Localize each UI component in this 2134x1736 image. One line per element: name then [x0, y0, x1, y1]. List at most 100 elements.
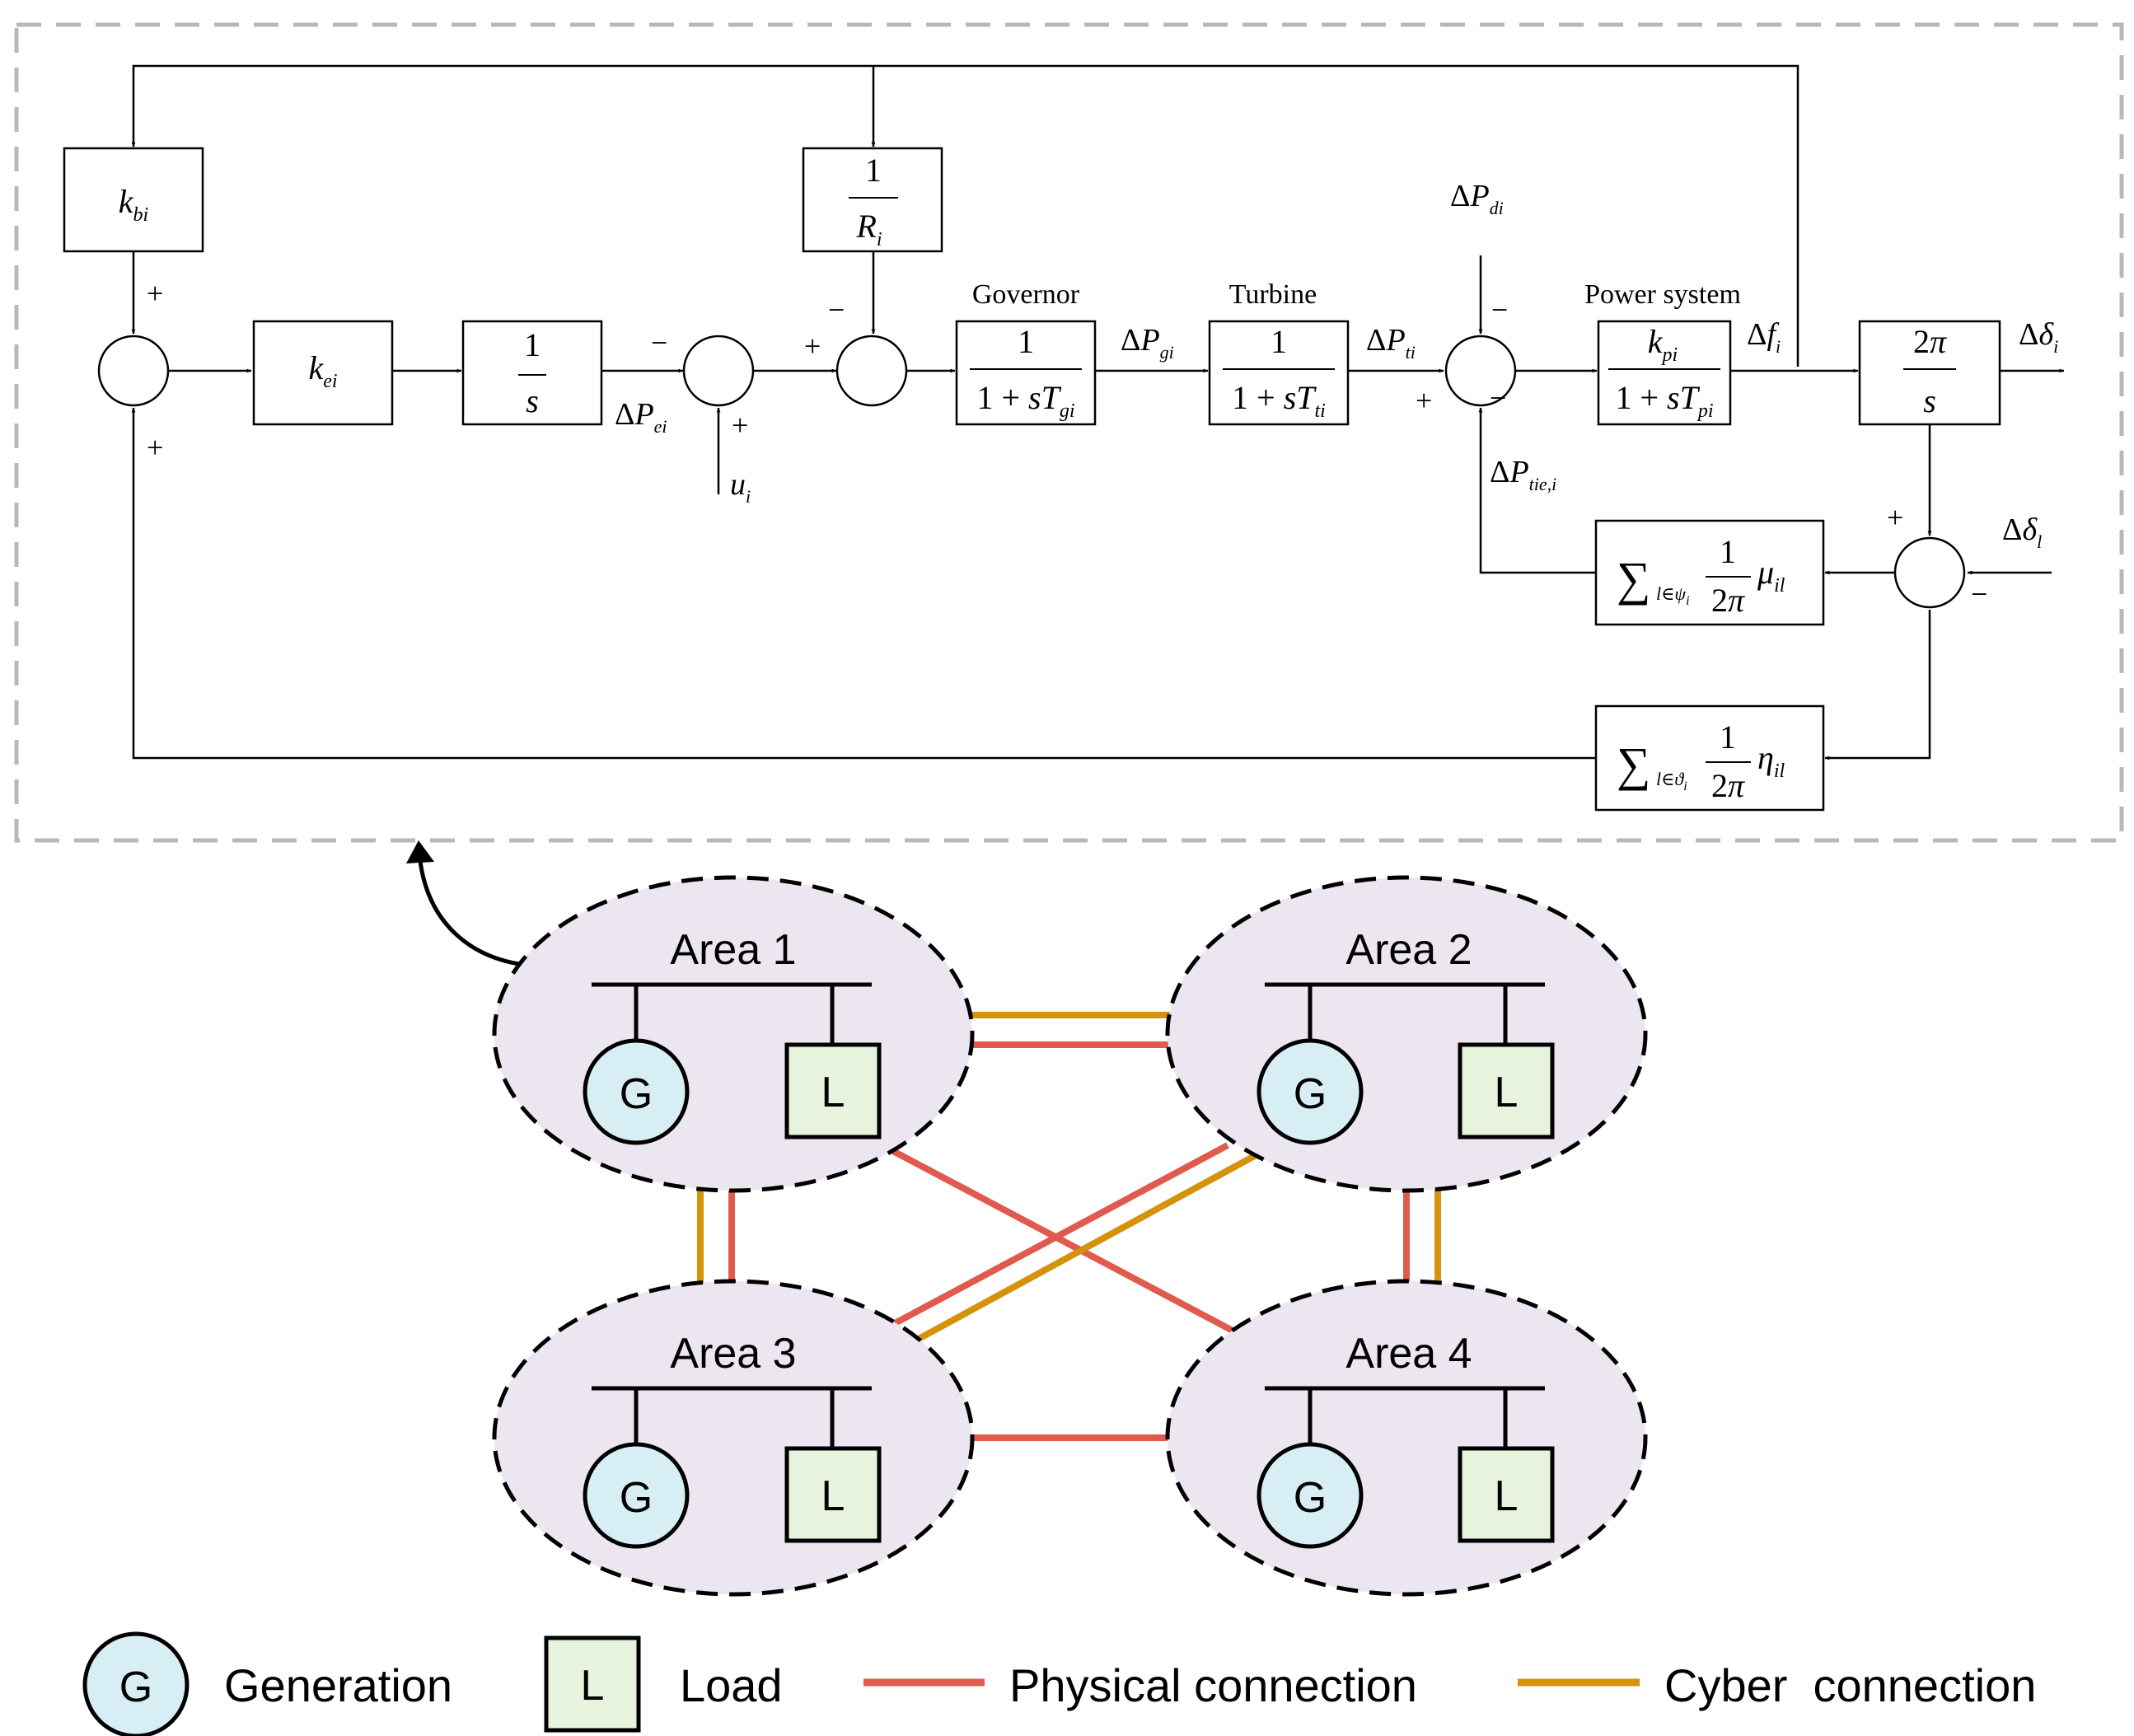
sum-junction-2 [682, 335, 755, 407]
fraction-bars [518, 197, 1956, 763]
turbine-den: 1 + sTti [1232, 379, 1326, 422]
block-kbi [63, 147, 204, 253]
sign-sum5-right: − [1971, 578, 1987, 611]
tie-mu-sigma: ∑ [1617, 552, 1650, 606]
integrator-den: s [526, 382, 539, 419]
area-2-load-label: L [1495, 1069, 1519, 1116]
area-1: Area 1 G L [583, 926, 882, 1145]
tie-eta-sigma: ∑ [1617, 737, 1650, 791]
tie-eta-den: 2π [1711, 767, 1745, 804]
sum-junction-1 [97, 335, 170, 407]
blocks [63, 147, 2001, 812]
signal-dfi: Δfi [1747, 317, 1781, 357]
area-2-title: Area 2 [1345, 926, 1472, 974]
kbi-k: k [119, 183, 134, 220]
angle-num: 2π [1913, 323, 1947, 360]
area-1-generator-label: G [620, 1070, 653, 1118]
block-integrator [461, 320, 603, 426]
legend-load-label: Load [680, 1659, 783, 1711]
signal-ddi: Δδi [2019, 317, 2058, 357]
sign-sum1-top: + [147, 277, 163, 310]
governor-caption: Governor [972, 279, 1080, 310]
signal-dPgi: ΔPgi [1121, 323, 1174, 363]
area-2-generator-label: G [1294, 1070, 1327, 1118]
area-4: Area 4 G L [1257, 1330, 1555, 1549]
kbi-sub: bi [133, 204, 149, 226]
sign-sum5-top: + [1887, 501, 1903, 534]
area-1-load-label: L [821, 1069, 845, 1116]
area-4-generator-label: G [1294, 1474, 1327, 1522]
legend-load-symbol: L [581, 1662, 605, 1710]
angle-den: s [1923, 382, 1936, 419]
area-3-generator-label: G [620, 1474, 653, 1522]
area-1-generator [583, 1038, 690, 1145]
signal-lines [131, 64, 2065, 760]
summing-junctions [97, 335, 1966, 609]
block-power-system [1597, 320, 1732, 426]
sum-junction-5 [1893, 536, 1966, 609]
area-1-title: Area 1 [670, 926, 796, 974]
block-droop [802, 147, 943, 253]
area-1-boundary [492, 875, 975, 1193]
block-turbine [1208, 320, 1350, 426]
area-2-generator [1257, 1038, 1364, 1145]
cyber-link-2-3 [906, 1150, 1261, 1348]
legend-generation-label: Generation [224, 1659, 452, 1711]
signal-dPei: ΔPei [615, 397, 667, 437]
integrator-num: 1 [524, 326, 541, 363]
junction-signs: + + − + + − − + − + − [147, 277, 1987, 611]
area-3-generator [583, 1442, 690, 1549]
area-1-load [784, 1042, 882, 1139]
signal-ddl: Δδl [2002, 512, 2042, 552]
block-kei [252, 320, 394, 426]
sign-sum4-top: − [1491, 293, 1508, 326]
sign-sum4-left: + [1416, 384, 1432, 417]
sign-sum2-left: − [651, 326, 667, 359]
sign-sum1-bottom: + [147, 431, 163, 464]
block-governor [955, 320, 1097, 426]
area-4-generator [1257, 1442, 1364, 1549]
physical-link-1-4 [888, 1146, 1250, 1342]
legend: G Generation L Load Physical connection … [82, 1631, 2036, 1736]
area-3-boundary [492, 1279, 975, 1597]
tie-eta-num: 1 [1720, 718, 1736, 756]
signal-ui: ui [730, 467, 751, 507]
turbine-caption: Turbine [1229, 279, 1317, 310]
block-tie-eta [1594, 704, 1825, 812]
kei-label: kei [308, 349, 337, 392]
sign-sum3-top: − [828, 293, 845, 326]
legend-generation-symbol: G [119, 1663, 152, 1711]
legend-physical-label: Physical connection [1009, 1659, 1417, 1711]
sign-sum4-bottom: − [1490, 381, 1506, 414]
signal-dPdi: ΔPdi [1450, 179, 1504, 218]
area-2-boundary [1165, 875, 1648, 1193]
area-4-load-label: L [1495, 1472, 1519, 1520]
governor-den: 1 + sTgi [976, 379, 1074, 422]
physical-link-2-3 [884, 1142, 1229, 1331]
droop-den: Ri [855, 208, 882, 250]
area-3: Area 3 G L [583, 1330, 882, 1549]
sum-junction-4 [1444, 335, 1517, 407]
power-system-den: 1 + sTpi [1615, 379, 1713, 422]
signal-dPti: ΔPti [1366, 323, 1416, 363]
area-2: Area 2 G L [1257, 926, 1555, 1145]
area-4-title: Area 4 [1345, 1330, 1472, 1378]
sign-sum3-left: + [804, 330, 821, 363]
turbine-num: 1 [1271, 323, 1287, 360]
area-3-load-label: L [821, 1472, 845, 1520]
block-math: kbi kei 1 s 1 Ri 1 1 + sTgi 1 1 + sTti k… [119, 152, 1947, 804]
zoom-pointer-arrowhead [406, 840, 434, 863]
zoom-pointer-arrow [418, 860, 520, 966]
area-4-boundary [1165, 1279, 1648, 1597]
tie-mu-num: 1 [1720, 533, 1736, 570]
droop-num: 1 [865, 152, 882, 189]
signal-dPtie: ΔPtie,i [1490, 455, 1556, 494]
sum-junction-3 [835, 335, 908, 407]
kbi-label: kbi [119, 183, 148, 226]
area-4-load [1458, 1446, 1555, 1543]
governor-num: 1 [1018, 323, 1034, 360]
legend-cyber-label: Cyber connection [1664, 1659, 2036, 1711]
block-captions: Governor Turbine Power system [972, 279, 1741, 310]
tie-mu-den: 2π [1711, 582, 1745, 619]
